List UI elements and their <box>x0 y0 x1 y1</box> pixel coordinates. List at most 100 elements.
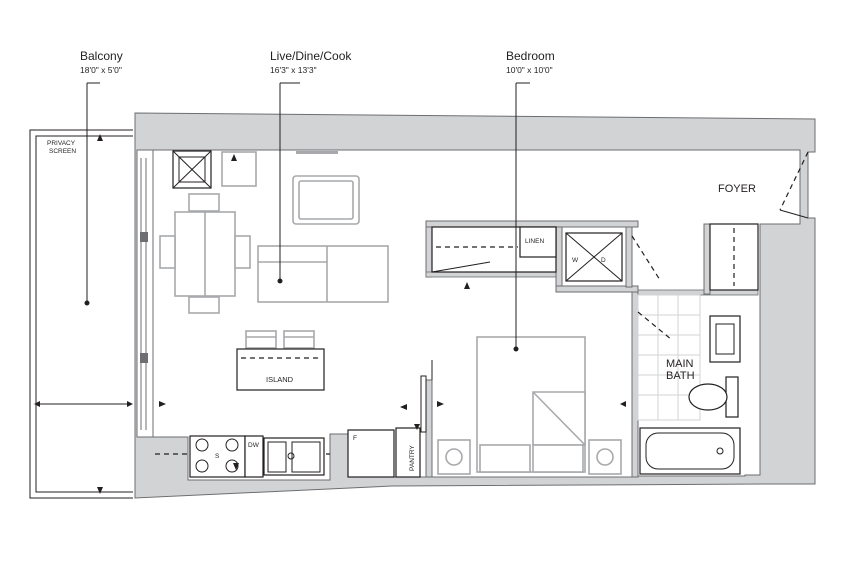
island-label: ISLAND <box>266 375 294 384</box>
stove-label: S <box>215 453 220 460</box>
dining-chair <box>234 235 251 269</box>
pantry <box>395 427 421 478</box>
bath-area <box>637 294 741 475</box>
section-arrow <box>159 401 166 407</box>
window-wall <box>136 149 154 438</box>
bedroom-area <box>420 226 661 475</box>
toilet-bowl <box>688 383 728 411</box>
leader-dot <box>277 278 283 284</box>
leader-dot <box>84 300 90 306</box>
bath-door <box>637 311 673 341</box>
main-bath-label-line1: MAIN <box>666 358 694 370</box>
bedroom-partition <box>425 379 433 478</box>
dishwasher <box>244 435 264 478</box>
bath-wall <box>703 223 711 295</box>
section-arrow <box>400 404 407 410</box>
laundry-right-wall <box>625 226 633 288</box>
section-arrow <box>437 401 444 407</box>
bedroom-dims: 10'0" x 10'0" <box>506 65 553 75</box>
living-area <box>155 150 421 478</box>
labels: Balcony 18'0" x 5'0" Live/Dine/Cook 16'3… <box>47 49 756 471</box>
pocket-door <box>420 375 427 433</box>
balcony-railing <box>35 135 133 493</box>
window-mullion <box>140 353 148 363</box>
toilet-tank <box>725 376 739 418</box>
section-arrow <box>231 154 237 161</box>
fridge-label: F <box>353 435 357 442</box>
closet-bottom-wall <box>425 271 557 278</box>
laundry-wall <box>555 226 563 293</box>
balcony-outline <box>29 129 133 499</box>
mech-shaft-inner <box>178 156 206 183</box>
faucet <box>287 452 295 460</box>
entry-door <box>779 151 809 211</box>
privacy-screen-line2: SCREEN <box>49 148 76 155</box>
foyer-label: FOYER <box>718 183 756 195</box>
bed-turned-sheet <box>532 391 586 446</box>
dishwasher-label: DW <box>248 442 260 449</box>
bedroom-right-wall <box>631 291 639 478</box>
vanity <box>709 315 741 363</box>
burner <box>225 438 239 452</box>
foyer-closet-wall <box>637 289 759 296</box>
balcony <box>29 129 166 499</box>
closet-wall <box>425 226 433 278</box>
top-window <box>296 151 338 154</box>
washer-label: W <box>572 257 579 264</box>
entry-door-leaf <box>779 209 809 219</box>
live-dine-cook-dims: 16'3" x 13'3" <box>270 65 317 75</box>
dining-chair <box>188 296 220 314</box>
bedroom-name: Bedroom <box>506 49 555 63</box>
section-arrow <box>34 401 40 407</box>
main-bath-label-line2: BATH <box>666 370 695 382</box>
coffee-table-top <box>298 180 354 220</box>
walls <box>134 112 816 499</box>
laundry-bottom-wall <box>555 285 639 293</box>
section-arrow <box>620 401 626 407</box>
fridge <box>347 429 395 478</box>
pantry-label: PANTRY <box>409 445 416 471</box>
window-mullion <box>140 232 148 242</box>
bathtub-basin <box>645 432 735 470</box>
leaders <box>84 82 530 352</box>
closet-door <box>431 261 491 273</box>
linen-label: LINEN <box>525 238 544 245</box>
balcony-name: Balcony <box>80 49 123 63</box>
washer-dryer-cross <box>565 232 623 282</box>
balcony-dims: 18'0" x 5'0" <box>80 65 122 75</box>
tub-drain <box>716 447 724 455</box>
foyer-area <box>709 151 809 291</box>
bar-stool <box>283 330 315 349</box>
lamp <box>596 448 614 466</box>
island <box>236 348 325 391</box>
dining-chair <box>188 193 220 212</box>
pillow <box>532 444 584 473</box>
pillow <box>479 444 531 473</box>
burner <box>225 459 239 473</box>
lamp <box>445 448 463 466</box>
bar-stool <box>245 330 277 349</box>
leader-dot <box>513 346 519 352</box>
sofa <box>257 245 389 303</box>
bedroom-top-partition <box>425 220 639 228</box>
section-arrow <box>97 134 103 141</box>
side-cabinet <box>221 151 257 187</box>
privacy-screen-line1: PRIVACY <box>47 140 76 147</box>
laundry-door <box>631 235 661 281</box>
linen-closet <box>519 226 557 258</box>
foyer-closet <box>709 223 759 291</box>
section-arrow <box>233 463 239 470</box>
section-arrow <box>97 487 103 494</box>
dryer-label: D <box>601 257 606 264</box>
section-arrow <box>464 282 470 289</box>
burner <box>195 459 209 473</box>
bathtub <box>639 427 741 475</box>
section-arrow <box>414 424 420 430</box>
sink-basin <box>267 441 287 473</box>
section-arrow <box>127 401 133 407</box>
sink-basin <box>291 441 321 473</box>
vanity-sink <box>715 323 735 355</box>
dining-chair <box>159 235 176 269</box>
live-dine-cook-name: Live/Dine/Cook <box>270 49 352 63</box>
